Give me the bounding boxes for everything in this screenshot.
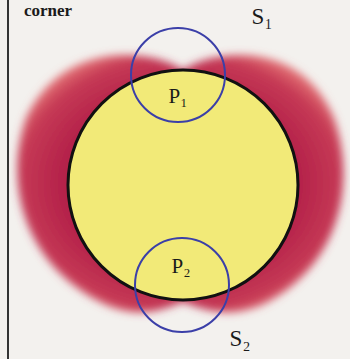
circle-label: S₂ xyxy=(230,327,251,350)
point-label: P₁ xyxy=(168,86,187,107)
yellow-disc xyxy=(68,70,298,300)
point-label: P₂ xyxy=(171,256,190,277)
red-region xyxy=(17,55,343,312)
small-circle xyxy=(131,28,225,122)
small-circle xyxy=(135,238,229,332)
heading-fragment: corner xyxy=(24,2,72,19)
circle-label: S₁ xyxy=(252,5,273,28)
slide-border xyxy=(7,0,9,359)
